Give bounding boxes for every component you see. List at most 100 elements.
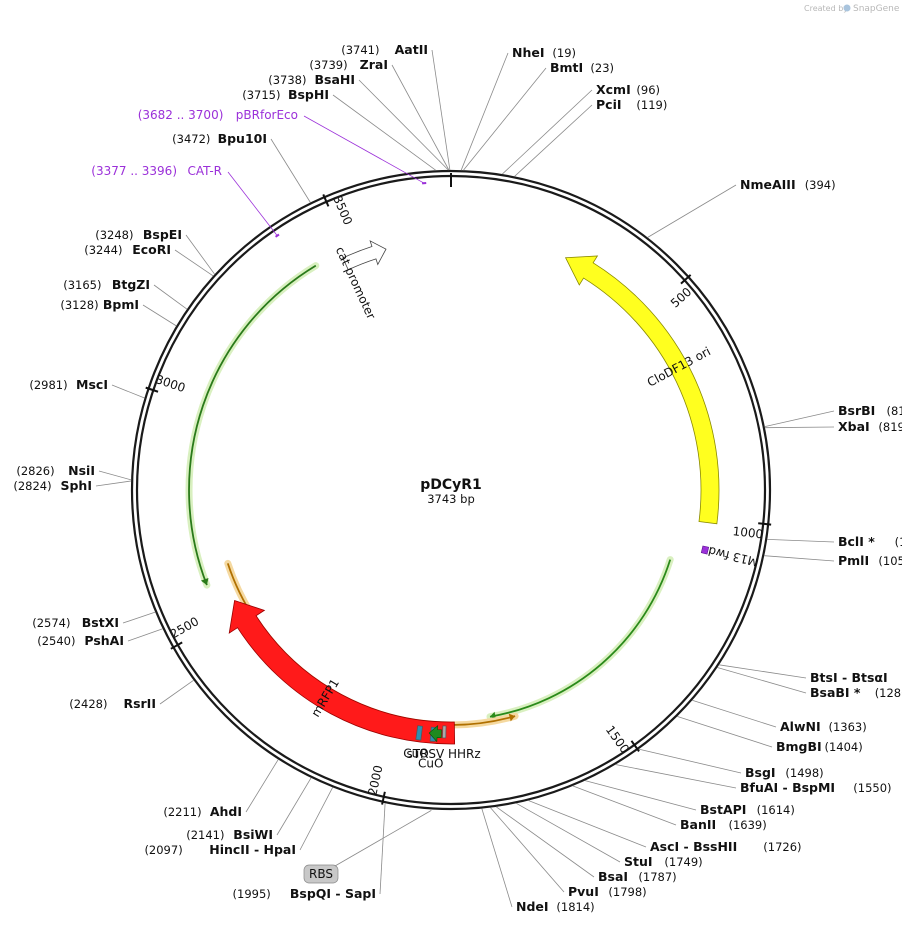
enzyme-site-stui[interactable]: StuI(1749) <box>624 854 703 869</box>
enzyme-site-hincii-hpai[interactable]: HincII - HpaI(2097) <box>144 842 296 857</box>
feature-mrfp1 <box>228 599 456 745</box>
enzyme-site-bstxi[interactable]: BstXI(2574) <box>32 615 119 630</box>
orf-arrowhead <box>508 713 516 722</box>
lead-bmti <box>463 67 547 171</box>
enzyme-name: PmlI <box>838 553 869 568</box>
primer-label: pBRforEco <box>236 108 298 122</box>
primer-cat-r[interactable]: CAT-R(3377 .. 3396) <box>91 164 280 238</box>
enzyme-name: AscI - BssHII <box>650 839 737 854</box>
tick-mark-500 <box>680 274 692 285</box>
tick-label-500: 500 <box>668 285 694 311</box>
enzyme-site-bsiwi[interactable]: BsiWI(2141) <box>186 827 273 842</box>
enzyme-name: BmtI <box>550 60 583 75</box>
tick-label-1500: 1500 <box>603 723 632 756</box>
enzyme-lead-lines <box>95 49 835 908</box>
lead-pvui <box>490 807 565 893</box>
enzyme-site-bsrbi[interactable]: BsrBI(817) <box>838 403 902 418</box>
enzyme-site-bsai[interactable]: BsaI(1787) <box>598 869 677 884</box>
enzyme-site-nhei[interactable]: NheI(19) <box>512 45 576 60</box>
enzyme-position: (819) <box>878 420 902 434</box>
enzyme-site-msci[interactable]: MscI(2981) <box>29 377 108 392</box>
enzyme-position: (1749) <box>664 855 702 869</box>
enzyme-site-pvui[interactable]: PvuI(1798) <box>568 884 647 899</box>
enzyme-site-btsi-bts-i[interactable]: BtsI - BtsαI(1280) <box>810 670 902 685</box>
tick-label-2000: 2000 <box>365 764 385 797</box>
enzyme-site-zrai[interactable]: ZraI(3739) <box>309 57 388 72</box>
enzyme-site-bmti[interactable]: BmtI(23) <box>550 60 614 75</box>
enzyme-name: PshAI <box>84 633 124 648</box>
feature-label-cuo-5: CuO <box>403 747 428 761</box>
enzyme-site-bmgbi[interactable]: BmgBI(1404) <box>776 739 863 754</box>
enzyme-position: (2097) <box>144 843 182 857</box>
enzyme-site-bsgi[interactable]: BsgI(1498) <box>745 765 824 780</box>
enzyme-site-rsrii[interactable]: RsrII(2428) <box>69 696 156 711</box>
lead-pcii <box>514 104 593 177</box>
enzyme-site-bfuai-bspmi[interactable]: BfuAI - BspMI(1550) <box>740 780 892 795</box>
enzyme-site-alwni[interactable]: AlwNI(1363) <box>780 719 867 734</box>
enzyme-site-nsii[interactable]: NsiI(2826) <box>16 463 95 478</box>
lead-ndei <box>481 808 513 908</box>
enzyme-name: PciI <box>596 97 622 112</box>
enzyme-site-bpmi[interactable]: BpmI(3128) <box>60 297 139 312</box>
enzyme-position: (3165) <box>63 278 101 292</box>
enzyme-site-btgzi[interactable]: BtgZI (3165) <box>63 277 150 292</box>
lead-nhei <box>460 52 509 171</box>
enzyme-name: NdeI <box>516 899 549 914</box>
enzyme-site-xcmi[interactable]: XcmI (96) <box>596 82 660 97</box>
enzyme-site-ecori[interactable]: EcoRI(3244) <box>84 242 171 257</box>
feature-cuo-5 <box>415 725 423 741</box>
enzyme-site-bstapi[interactable]: BstAPI(1614) <box>700 802 795 817</box>
enzyme-site-bcli[interactable]: BclI *(1028) <box>838 534 902 549</box>
enzyme-name: PvuI <box>568 884 599 899</box>
enzyme-position: (96) <box>636 83 660 97</box>
enzyme-name: BsaI <box>598 869 628 884</box>
enzyme-position: (2826) <box>16 464 54 478</box>
enzyme-site-xbai[interactable]: XbaI(819) <box>838 419 902 434</box>
enzyme-position: (3715) <box>242 88 280 102</box>
enzyme-site-asci-bsshii[interactable]: AscI - BssHII(1726) <box>650 839 802 854</box>
enzyme-site-banii[interactable]: BanII(1639) <box>680 817 767 832</box>
snapgene-credit: Created by SnapGene <box>804 4 900 14</box>
enzyme-site-bsphi[interactable]: BspHI(3715) <box>242 87 329 102</box>
tick-mark-3000 <box>145 386 159 393</box>
enzyme-site-bsabi[interactable]: BsaBI *(1286) <box>810 685 902 700</box>
lead-bstxi <box>122 611 156 624</box>
enzyme-site-pmli[interactable]: PmlI (1059) <box>838 553 902 568</box>
lead-pmli <box>764 555 835 562</box>
enzyme-site-ndei[interactable]: NdeI(1814) <box>516 899 595 914</box>
enzyme-site-pcii[interactable]: PciI (119) <box>596 97 667 112</box>
primer-m13-fwd[interactable]: M13 fwd <box>700 544 760 569</box>
tick-mark-1500 <box>630 740 640 752</box>
credit-brand: SnapGene <box>853 4 900 14</box>
enzyme-site-aatii[interactable]: AatII(3741) <box>341 42 428 57</box>
enzyme-name: AlwNI <box>780 719 821 734</box>
enzyme-name: AatII <box>395 42 428 57</box>
feature-strsv-hhrz-3 <box>442 725 447 739</box>
enzyme-position: (2540) <box>37 634 75 648</box>
enzyme-position: (119) <box>636 98 667 112</box>
enzyme-position: (1550) <box>853 781 891 795</box>
lead-bsgi <box>638 748 742 774</box>
lead-pshai <box>127 628 163 642</box>
lead-aatii <box>431 49 451 171</box>
enzyme-position: (1028) <box>895 535 902 549</box>
enzyme-site-ahdi[interactable]: AhdI(2211) <box>163 804 242 819</box>
enzyme-site-bsahi[interactable]: BsaHI(3738) <box>268 72 355 87</box>
primer-pbrforeco[interactable]: pBRforEco(3682 .. 3700) <box>138 108 427 185</box>
enzyme-site-bpu10i[interactable]: Bpu10I(3472) <box>172 131 267 146</box>
enzyme-position: (3739) <box>309 58 347 72</box>
enzyme-position: (2824) <box>13 479 51 493</box>
enzyme-name: XcmI <box>596 82 631 97</box>
enzyme-site-nmeaiii[interactable]: NmeAIII(394) <box>740 177 836 192</box>
enzyme-site-sphi[interactable]: SphI(2824) <box>13 478 92 493</box>
enzyme-name: NmeAIII <box>740 177 796 192</box>
enzyme-site-pshai[interactable]: PshAI (2540) <box>37 633 124 648</box>
enzyme-site-bspqi-sapi[interactable]: BspQI - SapI(1995) <box>233 886 376 901</box>
lead-xcmi <box>502 89 593 175</box>
enzyme-name: BsgI <box>745 765 776 780</box>
enzyme-position: (3128) <box>60 298 98 312</box>
enzyme-name: BtgZI <box>112 277 150 292</box>
enzyme-site-bspei[interactable]: BspEI(3248) <box>95 227 182 242</box>
enzyme-position: (1059) <box>878 554 902 568</box>
